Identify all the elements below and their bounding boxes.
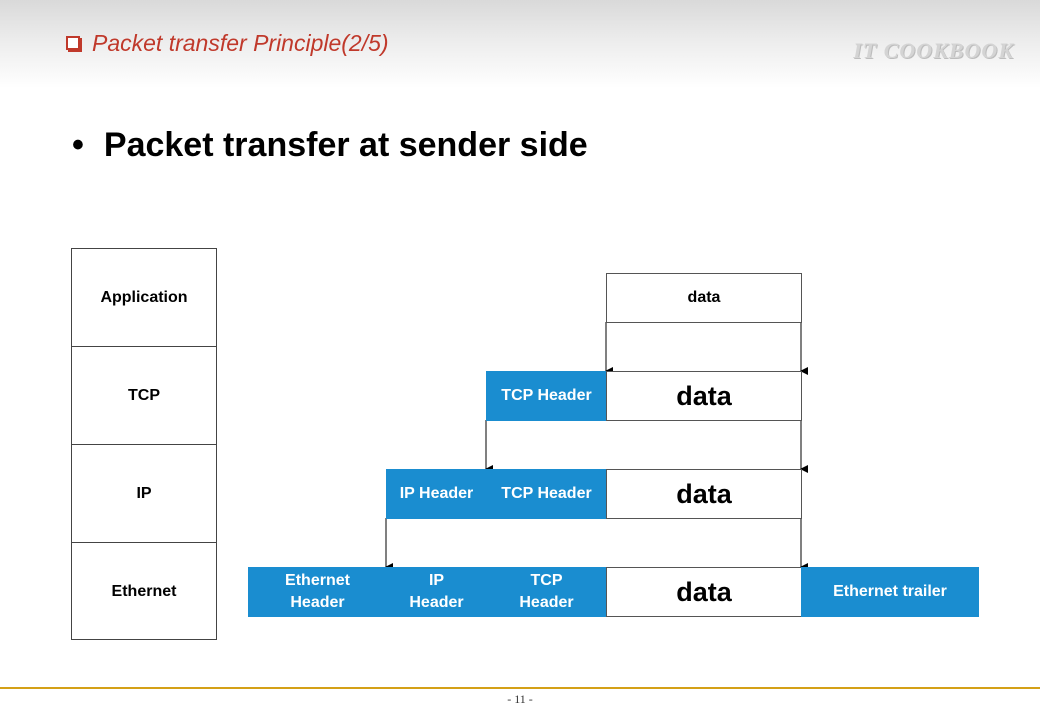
brand-logo-text: IT COOKBOOK (853, 38, 1014, 63)
bullet-symbol: • (72, 126, 84, 164)
page-number: - 11 - (507, 692, 533, 706)
tcp-header-box-row2: TCP Header (486, 371, 607, 421)
footer-divider (0, 687, 1040, 689)
bullet-item: • Packet transfer at sender side (72, 126, 588, 165)
ip-header-line1: IP (428, 572, 445, 589)
ip-header-line2: Header (409, 594, 464, 611)
ip-data-box: data (606, 469, 802, 519)
ethernet-header-line2: Header (290, 594, 345, 611)
frame-data-box: data (606, 567, 802, 617)
layer-application: Application (72, 249, 216, 347)
tcp-data-box: data (606, 371, 802, 421)
checkbox-bullet-icon (66, 36, 80, 50)
slide-title: Packet transfer Principle(2/5) (92, 30, 389, 56)
ip-header-box-row3: IP Header (386, 469, 487, 519)
layer-ip: IP (72, 445, 216, 543)
tcp-header-line2: Header (519, 594, 574, 611)
ip-header-box-row4: IP Header (386, 567, 487, 617)
title-band (0, 0, 1040, 88)
layer-ethernet: Ethernet (111, 583, 177, 600)
tcp-header-box-row3: TCP Header (486, 469, 607, 519)
ethernet-header-box: Ethernet Header (248, 567, 387, 617)
tcp-header-line1: TCP (530, 572, 563, 589)
ethernet-header-line1: Ethernet (285, 572, 350, 589)
app-data-box: data (606, 273, 802, 323)
protocol-layer-stack: Application TCP IP Ethernet (71, 248, 217, 640)
bullet-heading: Packet transfer at sender side (103, 126, 588, 164)
tcp-header-box-row4: TCP Header (486, 567, 607, 617)
layer-tcp: TCP (72, 347, 216, 445)
ethernet-trailer-box: Ethernet trailer (801, 567, 979, 617)
